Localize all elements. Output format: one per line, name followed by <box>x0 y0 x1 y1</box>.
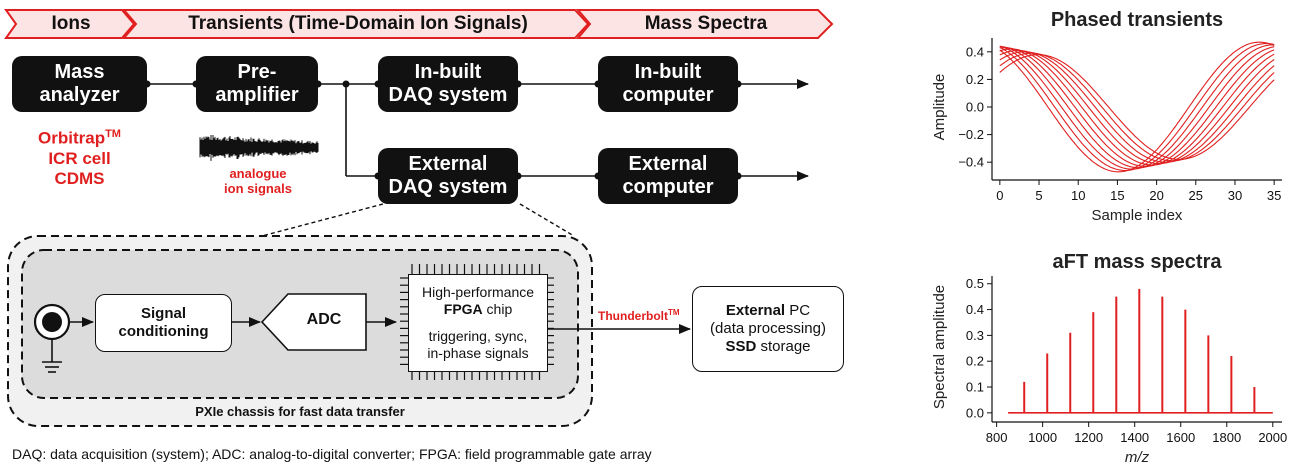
y-tick-label: 0.2 <box>966 354 984 369</box>
x-tick-label: 20 <box>1149 188 1163 203</box>
external-computer-line1: External <box>628 153 708 175</box>
external-pc-block: External PC (data processing) SSD storag… <box>692 286 844 372</box>
mass-analyzer-block: Mass analyzer <box>12 56 147 112</box>
y-axis-label: Amplitude <box>931 74 948 141</box>
analogue-label: analogue ion signals <box>196 166 320 196</box>
external-daq-line2: DAQ system <box>388 176 508 198</box>
transient-line-7 <box>999 49 1275 165</box>
analyzer-cdms: CDMS <box>54 168 105 188</box>
analogue-waveform <box>199 135 319 161</box>
charts-canvas: Phased transients 0 5 10 15 20 25 30 35 −0.4 −0.2 0… <box>931 9 1287 466</box>
fpga-line3: triggering, sync, <box>428 328 528 344</box>
x-tick-label: 30 <box>1228 188 1242 203</box>
preamplifier-line1: Pre- <box>237 61 277 83</box>
inbuilt-daq-line2: DAQ system <box>388 84 508 106</box>
transient-line-10 <box>999 54 1275 160</box>
stage-label-ions: Ions <box>51 13 91 34</box>
pc-line1: External PC <box>725 302 811 319</box>
x-tick-label: 1600 <box>1166 430 1195 445</box>
transient-line-1 <box>999 41 1275 173</box>
zoom-line-right <box>519 203 575 237</box>
stage-label-spectra: Mass Spectra <box>644 13 768 34</box>
x-tick-label: 1000 <box>1028 430 1057 445</box>
y-tick-label: 0.3 <box>966 328 984 343</box>
x-tick-label: 1200 <box>1074 430 1103 445</box>
transient-line-3 <box>999 44 1275 170</box>
analogue-label-line1: analogue <box>229 166 287 181</box>
x-tick-label: 0 <box>996 188 1003 203</box>
fpga-line1: High-performance <box>421 284 535 300</box>
transient-line-6 <box>999 48 1275 166</box>
x-axis-label: m/z <box>1125 449 1150 466</box>
aft-spectra-chart: aFT mass spectra 800 1000 1200 1400 1600 1800 2… <box>931 251 1287 466</box>
external-computer-block: External computer <box>598 148 738 204</box>
x-tick-label: 1400 <box>1120 430 1149 445</box>
y-tick-label: 0.2 <box>966 72 984 87</box>
pc-line3: SSD storage <box>725 338 811 355</box>
thunderbolt-label: ThunderboltTM <box>598 308 680 323</box>
inbuilt-daq-block: In-built DAQ system <box>378 56 518 112</box>
fpga-line2: FPGA chip <box>443 301 513 317</box>
chart-title: aFT mass spectra <box>1053 251 1223 273</box>
external-daq-line1: External <box>408 153 488 175</box>
y-tick-label: 0.4 <box>966 302 984 317</box>
x-tick-label: 35 <box>1267 188 1281 203</box>
external-daq-block: External DAQ system <box>378 148 518 204</box>
coax-connector-icon <box>33 303 71 373</box>
x-tick-label: 5 <box>1035 188 1042 203</box>
y-tick-label: 0.0 <box>966 405 984 420</box>
analyzer-types: OrbitrapTM ICR cell CDMS <box>12 124 147 189</box>
y-tick-label: 0.0 <box>966 100 984 115</box>
y-tick-label: 0.4 <box>966 44 984 59</box>
transient-line-5 <box>999 47 1275 167</box>
y-axis-label: Spectral amplitude <box>931 285 948 409</box>
x-tick-label: 15 <box>1110 188 1124 203</box>
top-signal-path <box>147 79 809 181</box>
x-tick-label: 10 <box>1071 188 1085 203</box>
inbuilt-computer-line1: In-built <box>634 61 702 83</box>
mass-analyzer-line1: Mass <box>54 61 105 83</box>
x-tick-label: 800 <box>986 430 1008 445</box>
adc-block <box>260 293 367 351</box>
adc-label: ADC <box>306 311 342 328</box>
signal-conditioning-block: Signal conditioning <box>95 294 232 352</box>
external-computer-line2: computer <box>622 176 714 198</box>
y-tick-label: −0.4 <box>958 155 984 170</box>
phased-transients-chart: Phased transients 0 5 10 15 20 25 30 35 −0.4 −0.2 0… <box>931 9 1282 224</box>
header-chevron-spectra <box>575 9 834 39</box>
transient-line-9 <box>999 52 1275 162</box>
preamplifier-line2: amplifier <box>215 84 299 106</box>
inbuilt-computer-block: In-built computer <box>598 56 738 112</box>
fpga-line4: in-phase signals <box>427 345 529 361</box>
footnote: DAQ: data acquisition (system); ADC: ana… <box>12 446 652 462</box>
mass-analyzer-line2: analyzer <box>39 84 120 106</box>
preamplifier-block: Pre- amplifier <box>196 56 318 112</box>
x-axis-label: Sample index <box>1092 207 1183 224</box>
signal-conditioning-line2: conditioning <box>118 323 209 340</box>
y-tick-label: −0.2 <box>958 127 984 142</box>
transient-line-4 <box>999 45 1275 169</box>
x-tick-label: 1800 <box>1212 430 1241 445</box>
fpga-chip-block: High-performance FPGA chip triggering, s… <box>408 274 548 372</box>
chart-title: Phased transients <box>1051 9 1223 31</box>
inbuilt-daq-line1: In-built <box>414 61 482 83</box>
transient-line-8 <box>999 51 1275 163</box>
analogue-label-line2: ion signals <box>224 181 292 196</box>
pc-line2: (data processing) <box>710 320 826 337</box>
analyzer-orbitrap: OrbitrapTM <box>38 128 121 148</box>
signal-conditioning-line1: Signal <box>140 305 186 322</box>
analyzer-icr: ICR cell <box>48 148 111 168</box>
zoom-line-left <box>261 203 384 237</box>
y-tick-label: 0.5 <box>966 276 984 291</box>
header-chevron-ions <box>4 9 136 39</box>
x-tick-label: 25 <box>1189 188 1203 203</box>
header-chevron-transients <box>121 9 590 39</box>
chassis-label: PXIe chassis for fast data transfer <box>195 404 405 419</box>
y-tick-label: 0.1 <box>966 380 984 395</box>
x-tick-label: 2000 <box>1258 430 1287 445</box>
stage-label-transients: Transients (Time-Domain Ion Signals) <box>188 13 528 34</box>
inbuilt-computer-line2: computer <box>622 84 714 106</box>
